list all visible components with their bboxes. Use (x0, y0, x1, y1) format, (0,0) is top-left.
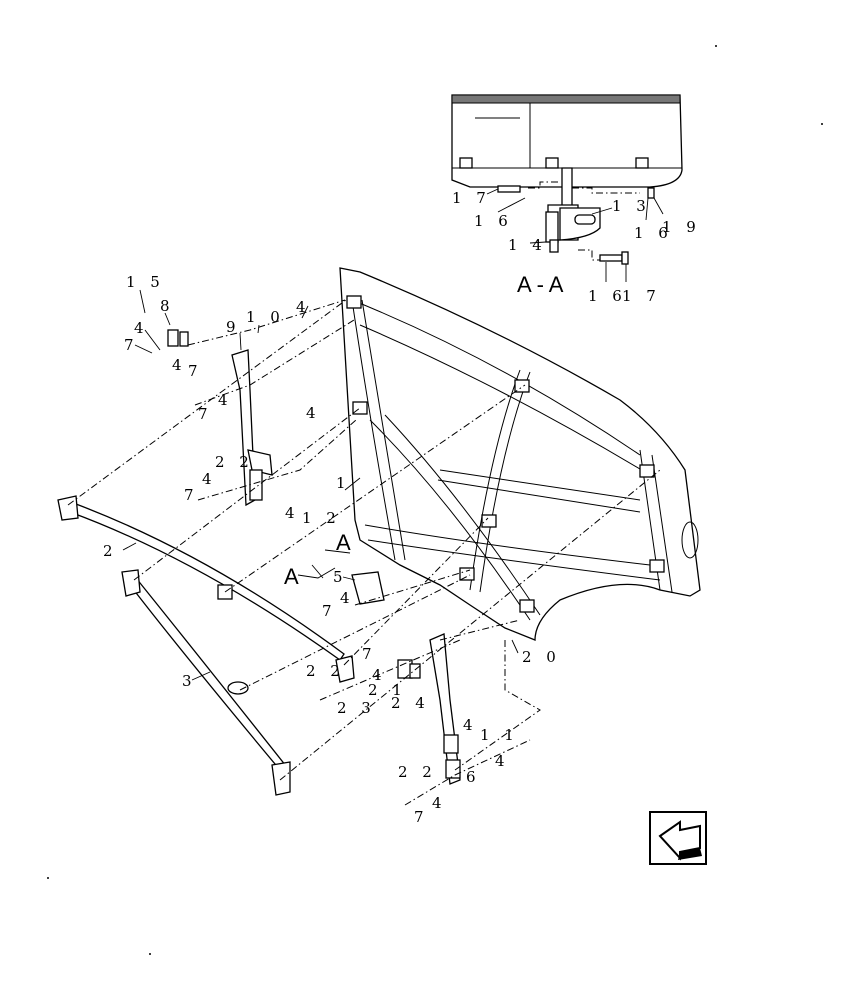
callout: 1 6 (474, 212, 513, 230)
callout: 4 (306, 404, 321, 422)
callout: 9 (226, 318, 241, 336)
callout: 4 (463, 716, 478, 734)
callout: 1 3 (612, 197, 651, 215)
callout: 1 0 (246, 308, 285, 326)
section-aa-title: A - A (517, 272, 564, 297)
callout-labels: 1 5 8 4 7 4 7 9 1 0 4 4 7 4 2 2 7 4 4 1 … (103, 189, 701, 826)
callout: 7 (184, 486, 199, 504)
strut-2 (57, 495, 355, 683)
callout: 1 6 (588, 287, 627, 305)
callout: 7 (198, 405, 213, 423)
callout: 4 (340, 589, 355, 607)
callout: 7 (414, 808, 429, 826)
callout: 1 5 (126, 273, 165, 291)
callout: 1 1 (480, 726, 519, 744)
speck (821, 123, 823, 125)
callout: 4 (218, 391, 233, 409)
section-marker-a: A (284, 564, 299, 589)
callout: 1 4 (508, 236, 547, 254)
callout: 1 7 (622, 287, 661, 305)
callout: 4 (372, 666, 387, 684)
callout: 2 2 (306, 662, 345, 680)
bracket-5 (351, 571, 385, 605)
bracket-6 (397, 633, 461, 785)
callout: 2 (103, 542, 118, 560)
callout: 2 0 (522, 648, 561, 666)
callout: 8 (160, 297, 175, 315)
callout: 4 (432, 794, 447, 812)
callout: 7 (188, 362, 203, 380)
callout: 4 (172, 356, 187, 374)
callout: 4 (296, 298, 311, 316)
callout: 2 2 (398, 763, 437, 781)
callout: 7 (322, 602, 337, 620)
callout: 6 (466, 768, 481, 786)
callout: 1 9 (662, 218, 701, 236)
section-aa-detail (451, 94, 683, 282)
callout: 4 (495, 752, 510, 770)
section-marker-a-lower (297, 567, 336, 579)
callout: 4 (202, 470, 217, 488)
callout: 3 (182, 672, 197, 690)
bracket-9 (167, 329, 273, 507)
cab-frame (339, 267, 701, 641)
speck (149, 953, 151, 955)
callout: 1 2 (302, 509, 341, 527)
assembly-lines (67, 299, 661, 806)
callout: 5 (333, 568, 348, 586)
speck (715, 45, 717, 47)
callout: 1 6 (634, 224, 673, 242)
callout: 1 (336, 474, 351, 492)
callout: 2 4 (391, 694, 430, 712)
callout: 1 7 (452, 189, 491, 207)
callout: 7 (362, 645, 377, 663)
arrow-orientation-icon (649, 811, 707, 865)
strut-3 (121, 569, 291, 796)
section-marker-a-upper (324, 549, 351, 554)
callout: 2 3 (337, 699, 376, 717)
speck (47, 877, 49, 879)
callout: 4 (134, 319, 149, 337)
callout: 2 2 (215, 453, 254, 471)
callout: 4 (285, 504, 300, 522)
section-marker-a: A (336, 530, 351, 555)
callout: 2 1 (368, 681, 407, 699)
callout: 7 (124, 336, 139, 354)
